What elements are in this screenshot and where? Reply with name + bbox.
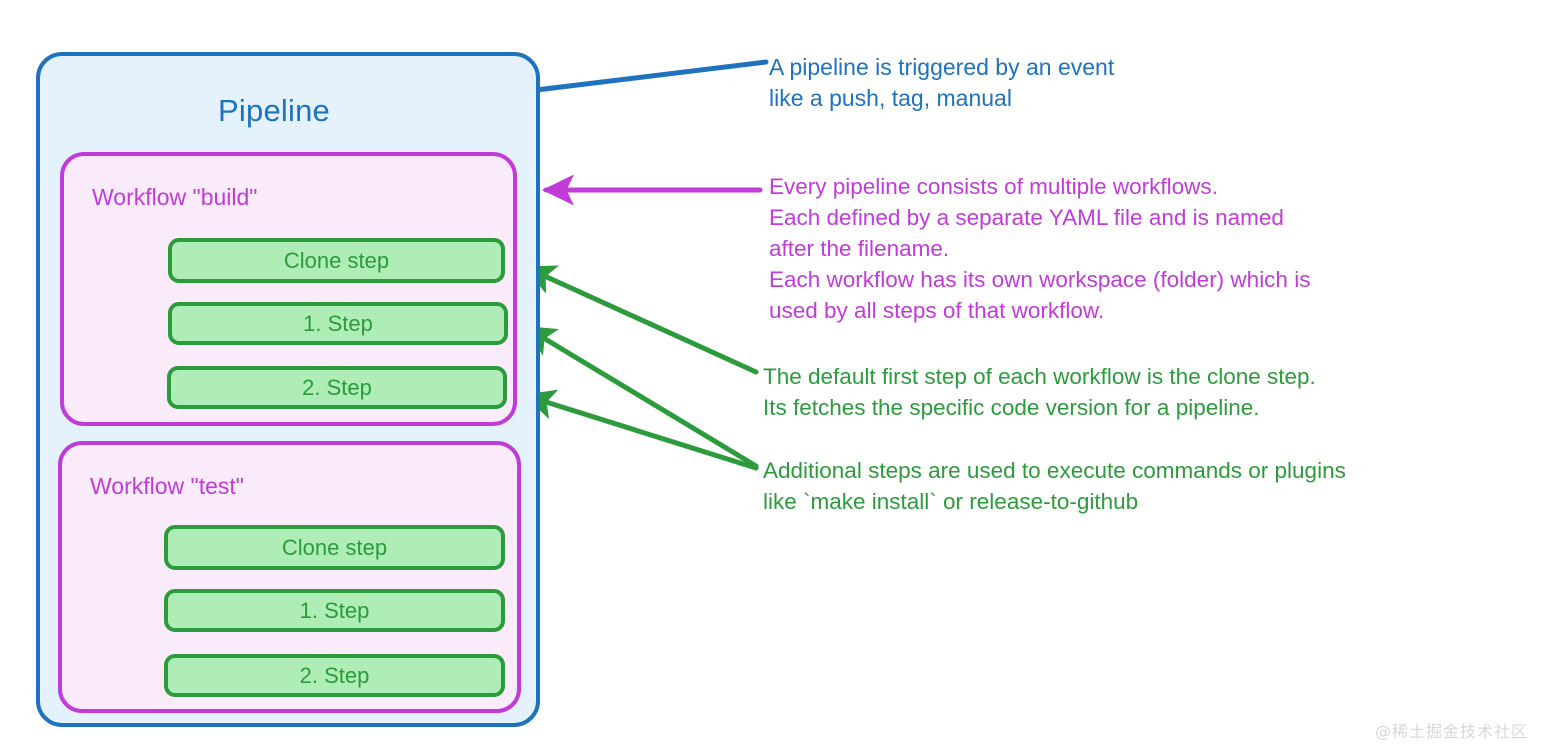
step-box-clone-test: Clone step xyxy=(164,525,505,570)
step-box-clone-build: Clone step xyxy=(168,238,505,283)
step-box-2-test: 2. Step xyxy=(164,654,505,697)
arrow-step-2 xyxy=(523,389,759,471)
watermark: @稀土掘金技术社区 xyxy=(1374,722,1528,741)
annotation-clone-step: The default first step of each workflow … xyxy=(763,364,1316,420)
workflow-title-test: Workflow "test" xyxy=(90,473,244,499)
step-box-1-build: 1. Step xyxy=(168,302,508,345)
arrow-clone-step xyxy=(523,265,759,375)
workflow-box-build: Workflow "build" xyxy=(60,152,517,426)
annotation-pipeline: A pipeline is triggered by an event like… xyxy=(769,54,1115,111)
annotation-workflow: Every pipeline consists of multiple work… xyxy=(769,174,1311,323)
step-box-1-test: 1. Step xyxy=(164,589,505,632)
workflow-title-build: Workflow "build" xyxy=(92,184,258,210)
step-box-2-build: 2. Step xyxy=(167,366,507,409)
annotation-additional-steps: Additional steps are used to execute com… xyxy=(763,458,1346,514)
pipeline-title: Pipeline xyxy=(218,93,330,128)
arrow-step-1 xyxy=(523,325,759,469)
